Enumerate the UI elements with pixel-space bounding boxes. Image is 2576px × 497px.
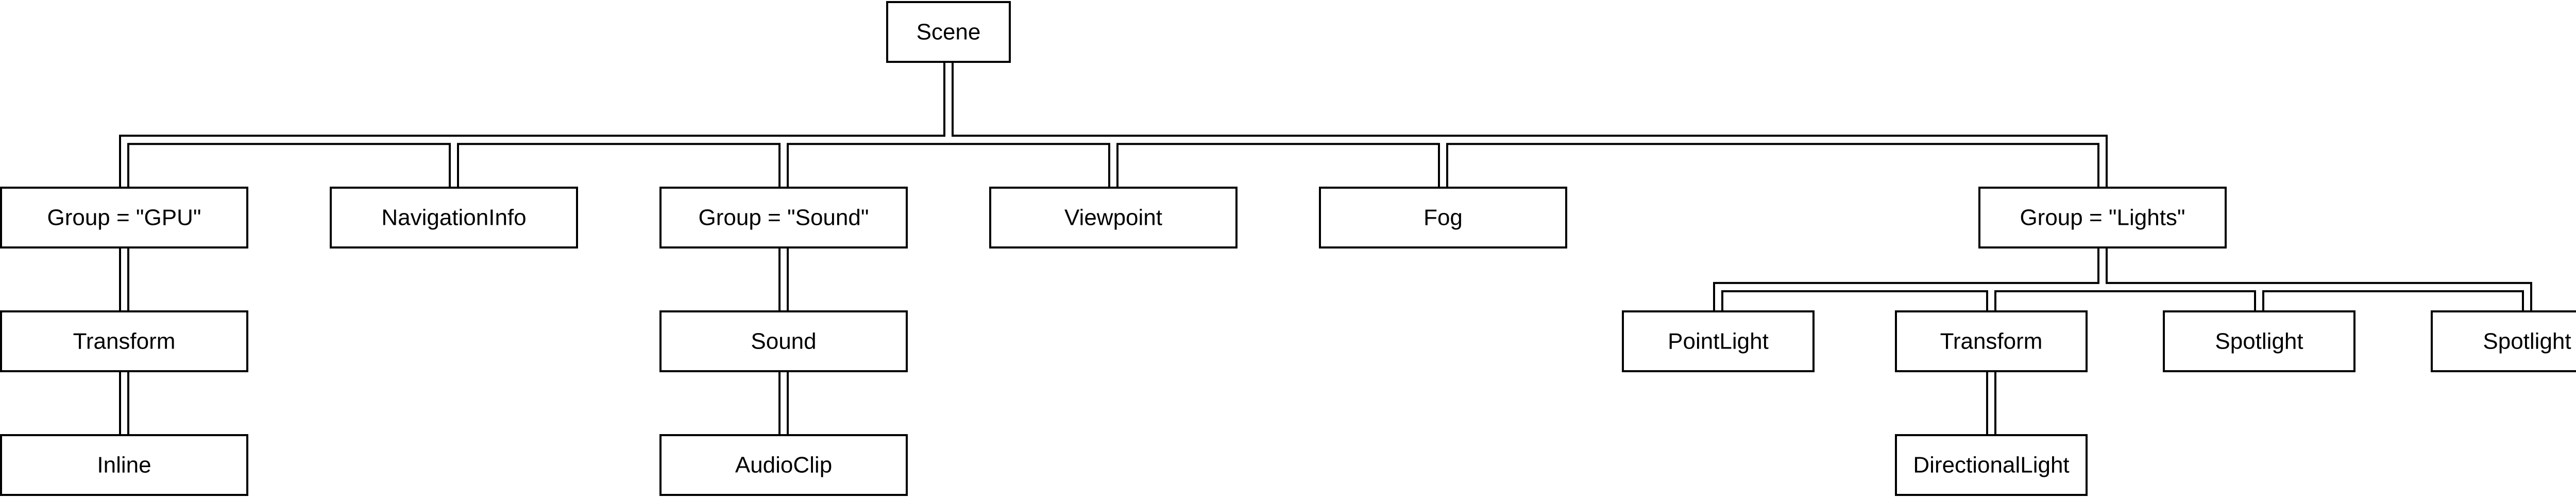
node-label: Inline bbox=[97, 453, 151, 478]
node-box bbox=[1319, 187, 1567, 248]
node-audioclip: AudioClip bbox=[659, 434, 908, 496]
node-group-sound: Group = "Sound" bbox=[659, 187, 908, 248]
node-spotlight-1: Spotlight bbox=[2163, 310, 2355, 372]
edges bbox=[119, 62, 2532, 435]
connector-group-lights bbox=[1713, 247, 2532, 311]
node-label: Fog bbox=[1423, 205, 1463, 230]
node-label: Spotlight bbox=[2215, 329, 2303, 354]
node-box bbox=[659, 310, 908, 372]
node-transform-lights: Transform bbox=[1895, 310, 2088, 372]
node-label: Spotlight bbox=[2483, 329, 2571, 354]
node-box bbox=[2431, 310, 2576, 372]
node-box bbox=[659, 434, 908, 496]
node-box bbox=[0, 187, 248, 248]
node-box bbox=[0, 310, 248, 372]
node-box bbox=[2163, 310, 2355, 372]
node-label: NavigationInfo bbox=[381, 205, 526, 230]
node-label: AudioClip bbox=[735, 453, 832, 478]
node-box bbox=[1895, 434, 2088, 496]
connector-group-lights-inner bbox=[1715, 247, 2530, 311]
connector-scene-inner bbox=[121, 62, 2106, 188]
node-box bbox=[330, 187, 578, 248]
node-sound: Sound bbox=[659, 310, 908, 372]
node-group-lights: Group = "Lights" bbox=[1978, 187, 2227, 248]
node-box bbox=[1895, 310, 2088, 372]
node-group-gpu: Group = "GPU" bbox=[0, 187, 248, 248]
node-label: DirectionalLight bbox=[1913, 453, 2069, 478]
node-box bbox=[0, 434, 248, 496]
node-pointlight: PointLight bbox=[1622, 310, 1815, 372]
node-box bbox=[886, 1, 1011, 63]
node-transform-gpu: Transform bbox=[0, 310, 248, 372]
node-box bbox=[989, 187, 1238, 248]
node-label: Group = "Lights" bbox=[2020, 205, 2185, 230]
node-label: Sound bbox=[751, 329, 816, 354]
node-spotlight-2: Spotlight bbox=[2431, 310, 2576, 372]
node-label: Scene bbox=[917, 20, 981, 45]
node-scene: Scene bbox=[886, 1, 1011, 63]
node-label: Group = "GPU" bbox=[47, 205, 201, 230]
node-viewpoint: Viewpoint bbox=[989, 187, 1238, 248]
node-label: Transform bbox=[73, 329, 176, 354]
node-label: Viewpoint bbox=[1064, 205, 1162, 230]
node-label: Transform bbox=[1940, 329, 2043, 354]
node-directionallight: DirectionalLight bbox=[1895, 434, 2088, 496]
node-label: PointLight bbox=[1668, 329, 1769, 354]
node-box bbox=[1622, 310, 1815, 372]
node-label: Group = "Sound" bbox=[699, 205, 869, 230]
node-inline: Inline bbox=[0, 434, 248, 496]
node-box bbox=[659, 187, 908, 248]
node-box bbox=[1978, 187, 2227, 248]
node-fog: Fog bbox=[1319, 187, 1567, 248]
node-navigationinfo: NavigationInfo bbox=[330, 187, 578, 248]
